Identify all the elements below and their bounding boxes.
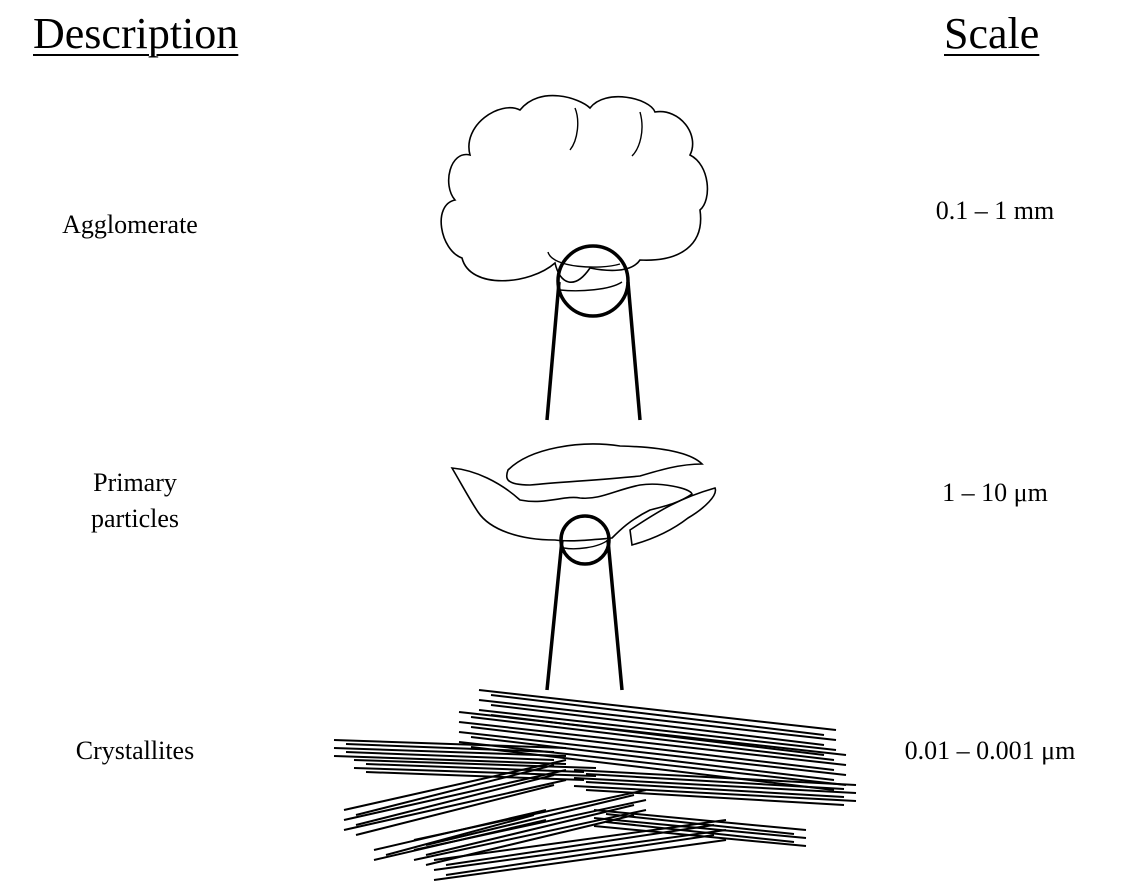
agglomerate-connector-left <box>545 281 561 421</box>
crystallite-line <box>470 736 835 781</box>
crystallite-line <box>373 819 547 861</box>
crystallite-line <box>355 784 555 836</box>
crystallite-line <box>593 809 807 831</box>
crystallite-bundles <box>333 689 857 881</box>
crystallites-label: Crystallites <box>75 736 195 765</box>
crystallite-line <box>385 814 535 856</box>
crystallite-line <box>585 789 845 806</box>
crystallite-line <box>333 739 567 749</box>
crystallite-line <box>490 704 825 746</box>
agglomerate-zoom-circle <box>556 244 630 318</box>
primary-connector-left <box>545 539 564 691</box>
agglomerate-cloud-shape <box>440 94 709 283</box>
primary-particles-scale: 1 – 10 μm <box>942 478 1048 507</box>
agglomerate-scale: 0.1 – 1 mm <box>935 196 1055 225</box>
crystallite-line <box>458 721 847 766</box>
crystallite-line <box>470 716 835 761</box>
crystallite-line <box>345 751 555 761</box>
crystallite-line <box>353 759 597 769</box>
agglomerate-connector-right <box>626 281 642 421</box>
crystallite-line <box>605 813 795 835</box>
crystallite-line <box>478 699 837 741</box>
crystallite-line <box>333 747 567 757</box>
primary-particle-top <box>505 443 704 486</box>
crystallites-scale: 0.01 – 0.001 μm <box>904 736 1076 765</box>
crystallite-line <box>433 829 727 871</box>
crystallite-line <box>355 764 555 816</box>
crystallite-line <box>343 779 567 831</box>
crystallite-line <box>365 763 585 773</box>
primary-particle-right <box>629 487 717 547</box>
crystallite-line <box>573 785 857 802</box>
crystallite-line <box>365 771 585 781</box>
crystallite-line <box>373 809 547 851</box>
primary-zoom-arc <box>563 539 609 550</box>
crystallite-line <box>605 821 795 843</box>
primary-particles-label: Primary particles <box>45 465 225 537</box>
agglomerate-zoom-arc <box>559 281 623 292</box>
primary-particles-label-line1: Primary <box>93 468 177 497</box>
crystallite-line <box>333 755 567 765</box>
crystallite-line <box>425 804 635 856</box>
primary-particle-left <box>450 467 693 542</box>
crystallite-line <box>458 731 847 776</box>
crystallite-line <box>470 726 835 771</box>
crystallite-line <box>353 767 597 777</box>
crystallite-line <box>593 825 807 847</box>
crystallite-line <box>445 834 715 876</box>
crystallite-line <box>585 773 845 790</box>
crystallite-line <box>425 794 635 846</box>
crystallite-line <box>458 741 847 786</box>
primary-connector-right <box>606 539 624 691</box>
crystallite-line <box>478 689 837 731</box>
crystallite-line <box>458 711 847 756</box>
crystallite-line <box>478 709 837 751</box>
crystallite-line <box>490 694 825 736</box>
crystallite-line <box>585 781 845 798</box>
description-heading: Description <box>33 9 239 58</box>
crystallite-line <box>355 774 555 826</box>
scale-heading: Scale <box>944 9 1040 58</box>
crystallite-line <box>573 769 857 786</box>
crystallite-line <box>345 743 555 753</box>
crystallite-line <box>593 817 807 839</box>
agglomerate-label: Agglomerate <box>62 210 198 239</box>
crystallite-line <box>573 777 857 794</box>
crystallite-line <box>433 839 727 881</box>
crystallite-line <box>343 759 567 811</box>
primary-particles-label-line2: particles <box>90 504 180 533</box>
crystallite-line <box>343 769 567 821</box>
crystallite-line <box>445 824 715 866</box>
agglomerate-cloud-detail <box>547 107 643 268</box>
